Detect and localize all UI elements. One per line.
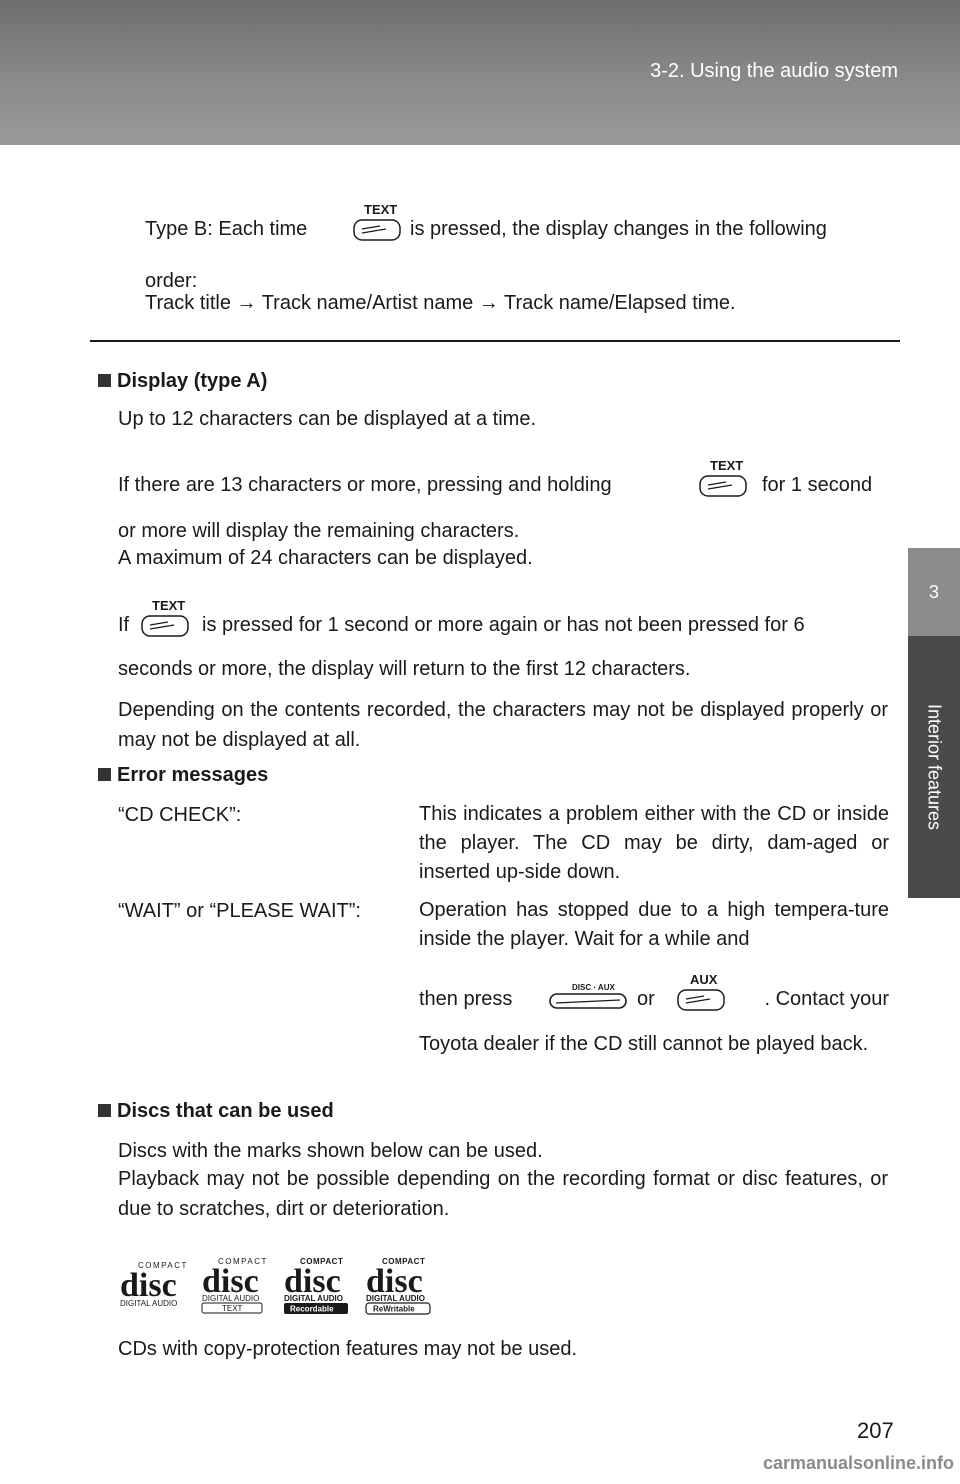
svg-text:COMPACT: COMPACT [138,1261,188,1270]
svg-text:DIGITAL AUDIO: DIGITAL AUDIO [284,1294,343,1303]
display-a-p3-pre: If [118,614,130,636]
aux-button-icon: AUX [677,972,725,1011]
watermark: carmanualsonline.info [762,1453,954,1473]
svg-text:TEXT: TEXT [152,598,185,613]
type-b-line3: Track title → Track name/Artist name → T… [145,292,736,314]
discs-p2: Playback may not be possible depending o… [118,1168,888,1220]
heading-bullet-icon [98,768,111,781]
svg-text:TEXT: TEXT [222,1304,243,1313]
compact-disc-logos: COMPACT disc DIGITAL AUDIO COMPACT disc … [120,1257,431,1315]
svg-text:COMPACT: COMPACT [382,1257,425,1266]
type-b-line1-pre: Type B: Each time [145,218,308,240]
svg-text:disc: disc [366,1263,423,1300]
type-b-line2: order: [145,270,198,292]
svg-text:DIGITAL AUDIO: DIGITAL AUDIO [202,1294,259,1303]
display-a-p1: Up to 12 characters can be displayed at … [118,408,537,430]
discs-heading: Discs that can be used [98,1096,334,1126]
svg-text:disc: disc [202,1263,259,1300]
display-a-p2-line3: A maximum of 24 characters can be displa… [118,547,533,569]
display-a-p3-post: is pressed for 1 second or more again or… [202,614,805,636]
svg-text:DIGITAL AUDIO: DIGITAL AUDIO [120,1299,177,1308]
display-a-p4: Depending on the contents recorded, the … [118,699,888,751]
section-divider [90,340,900,342]
page-number: 207 [857,1418,894,1443]
type-b-line1-post: is pressed, the display changes in the f… [410,218,827,240]
wait-desc1: Operation has stopped due to a high temp… [419,899,889,950]
display-a-p2-post: for 1 second [762,474,873,496]
display-a-p2-pre: If there are 13 characters or more, pres… [118,474,612,496]
disc-logos: COMPACT disc DIGITAL AUDIO COMPACT disc … [118,1256,448,1321]
disc-aux-button-icon: DISC · AUX [549,983,627,1009]
display-a-p3-line2: seconds or more, the display will return… [118,658,691,680]
text-button-icon: TEXT [353,202,401,241]
cd-check-desc: This indicates a problem either with the… [419,803,889,883]
cd-logo-text: COMPACT disc DIGITAL AUDIO TEXT [201,1257,268,1314]
svg-text:DIGITAL AUDIO: DIGITAL AUDIO [366,1294,425,1303]
svg-text:COMPACT: COMPACT [218,1257,268,1266]
page-header: 3-2. Using the audio system [0,0,960,145]
svg-text:TEXT: TEXT [710,458,743,473]
wait-contact: . Contact your [764,988,889,1010]
wait-then: then press [419,988,513,1010]
text-button-icon: TEXT [141,598,189,637]
svg-text:disc: disc [284,1263,341,1300]
chapter-number-tab: 3 [908,548,960,636]
svg-text:Recordable: Recordable [290,1305,334,1314]
chapter-label-tab: Interior features [908,636,960,898]
heading-bullet-icon [98,374,111,387]
wait-or: or [637,988,655,1010]
display-a-heading: Display (type A) [98,366,267,396]
wait-term: “WAIT” or “PLEASE WAIT”: [118,900,361,922]
copy-protection-note: CDs with copy-protection features may no… [118,1338,578,1360]
svg-text:disc: disc [120,1267,177,1304]
discs-p1: Discs with the marks shown below can be … [118,1140,543,1162]
cd-logo-rewritable: COMPACT disc DIGITAL AUDIO ReWritable [365,1257,431,1315]
section-title: 3-2. Using the audio system [650,60,898,82]
cd-logo-digital-audio: COMPACT disc DIGITAL AUDIO [120,1261,188,1308]
chapter-label: Interior features [924,703,945,831]
svg-text:TEXT: TEXT [364,202,397,217]
svg-text:AUX: AUX [690,972,718,987]
svg-text:COMPACT: COMPACT [300,1257,343,1266]
svg-text:DISC · AUX: DISC · AUX [572,983,615,992]
heading-bullet-icon [98,1104,111,1117]
cd-check-term: “CD CHECK”: [118,804,242,826]
display-a-p2-line2: or more will display the remaining chara… [118,520,520,542]
wait-desc2: Toyota dealer if the CD still cannot be … [419,1033,869,1055]
text-button-icon: TEXT [699,458,747,497]
errors-heading: Error messages [98,760,268,790]
cd-logo-recordable: COMPACT disc DIGITAL AUDIO Recordable [284,1257,348,1314]
svg-text:ReWritable: ReWritable [373,1305,415,1314]
